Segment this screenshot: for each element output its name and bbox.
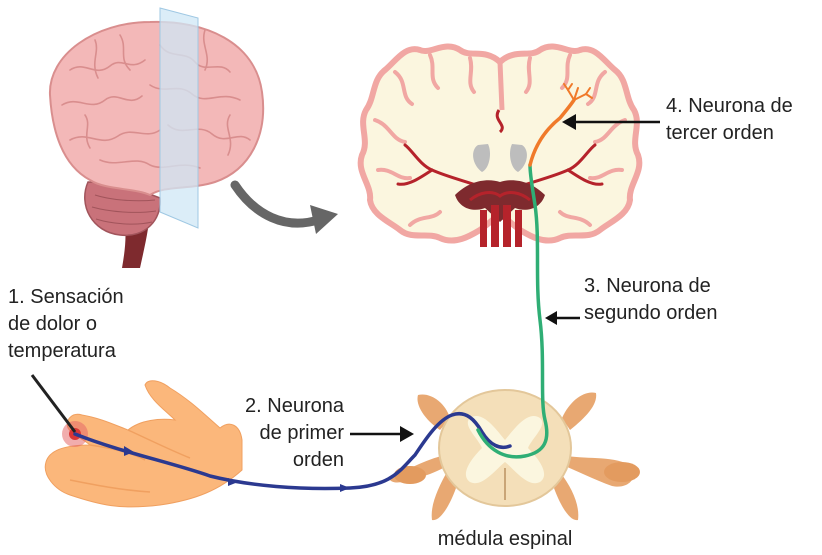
brain-coronal-section	[361, 46, 640, 247]
hand-illustration	[32, 375, 242, 507]
label-step3-line2: segundo orden	[584, 302, 717, 324]
label-step1-line1: 1. Sensación	[8, 286, 124, 308]
label-step1-line2: de dolor o	[8, 313, 97, 335]
svg-text:tercer orden: tercer orden	[666, 122, 774, 144]
needle	[32, 375, 75, 432]
label-step4-line1: 4. Neurona de	[666, 95, 793, 117]
label-spinal-cord: médula espinal	[438, 528, 573, 550]
cerebrum	[50, 22, 263, 195]
label-step2: 2. Neurona de primer orden	[245, 395, 345, 471]
coronal-plane	[160, 8, 198, 228]
svg-text:segundo orden: segundo orden	[584, 302, 717, 324]
svg-text:2. Neurona: 2. Neurona	[245, 395, 345, 417]
label-step4: 4. Neurona de tercer orden	[666, 95, 793, 144]
label-step2-line2: de primer	[260, 422, 345, 444]
brain-illustration	[50, 8, 263, 268]
label-step3-line1: 3. Neurona de	[584, 275, 711, 297]
label-step2-line1: 2. Neurona	[245, 395, 345, 417]
curved-arrow	[235, 185, 338, 234]
label-step1-line3: temperatura	[8, 340, 117, 362]
svg-text:de primer: de primer	[260, 422, 345, 444]
svg-text:orden: orden	[293, 449, 344, 471]
svg-text:3. Neurona de: 3. Neurona de	[584, 275, 711, 297]
label-step2-line3: orden	[293, 449, 344, 471]
svg-text:de dolor o: de dolor o	[8, 313, 97, 335]
svg-text:4. Neurona de: 4. Neurona de	[666, 95, 793, 117]
label-step3: 3. Neurona de segundo orden	[584, 275, 717, 324]
svg-text:temperatura: temperatura	[8, 340, 117, 362]
spinal-cord-section	[390, 390, 640, 520]
label-step1: 1. Sensación de dolor o temperatura	[8, 286, 124, 362]
svg-text:1. Sensación: 1. Sensación	[8, 286, 124, 308]
label-step4-line2: tercer orden	[666, 122, 774, 144]
